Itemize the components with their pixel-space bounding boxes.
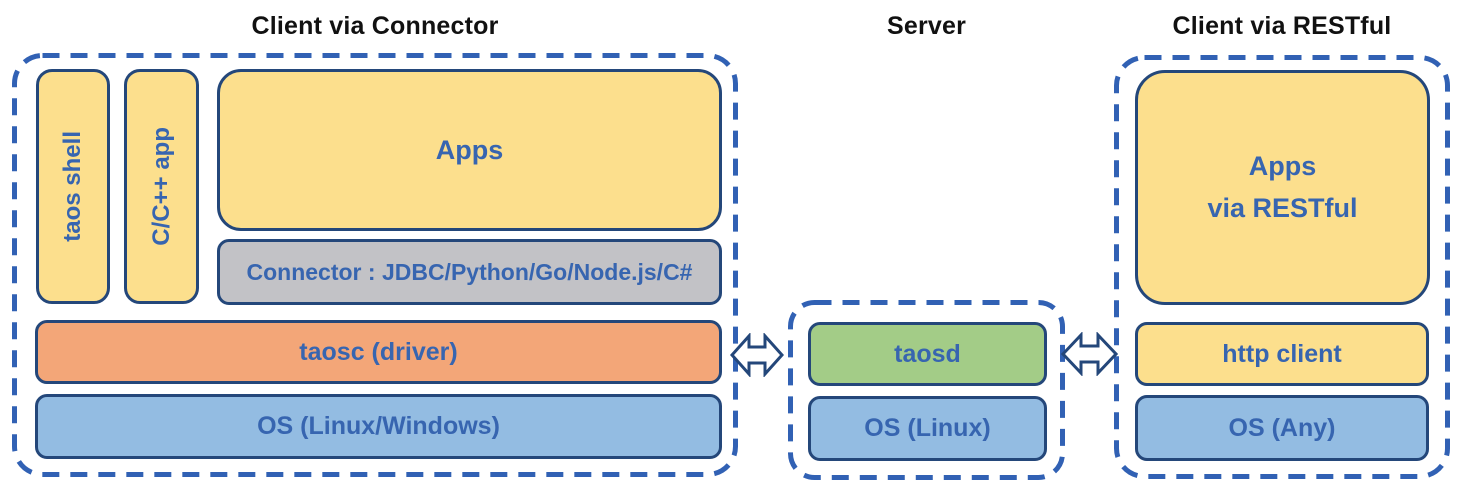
taos-shell-box: taos shell	[36, 69, 110, 304]
taos-shell-label: taos shell	[59, 131, 86, 242]
http-client-box: http client	[1135, 322, 1429, 386]
apps-box: Apps	[217, 69, 722, 231]
os-any-label: OS (Any)	[1228, 413, 1336, 442]
os-any-box: OS (Any)	[1135, 395, 1429, 461]
cpp-app-label: C/C++ app	[147, 127, 175, 246]
taosd-label: taosd	[894, 339, 961, 368]
taosc-driver-box: taosc (driver)	[35, 320, 722, 384]
left-bidirectional-arrow-icon	[730, 333, 784, 377]
restful-client-title: Client via RESTful	[1172, 12, 1392, 40]
apps-via-restful-label-line1: Apps	[1248, 150, 1317, 181]
server-title: Server	[886, 12, 967, 40]
right-bidirectional-arrow-icon	[1061, 332, 1118, 376]
apps-label: Apps	[435, 134, 504, 165]
connector-client-title: Client via Connector	[251, 12, 499, 40]
apps-via-restful-label-line2: via RESTful	[1207, 192, 1358, 223]
taosc-driver-label: taosc (driver)	[299, 337, 458, 366]
http-client-label: http client	[1222, 339, 1342, 368]
connector-label: Connector : JDBC/Python/Go/Node.js/C#	[246, 258, 693, 285]
os-linux-windows-box: OS (Linux/Windows)	[35, 394, 722, 459]
connector-box: Connector : JDBC/Python/Go/Node.js/C#	[217, 239, 722, 305]
cpp-app-box: C/C++ app	[124, 69, 199, 304]
apps-via-restful-box: Apps via RESTful	[1135, 70, 1430, 305]
os-linux-label: OS (Linux)	[864, 414, 991, 442]
os-linux-box: OS (Linux)	[808, 396, 1047, 461]
os-linux-windows-label: OS (Linux/Windows)	[257, 412, 500, 440]
taosd-box: taosd	[808, 322, 1047, 386]
